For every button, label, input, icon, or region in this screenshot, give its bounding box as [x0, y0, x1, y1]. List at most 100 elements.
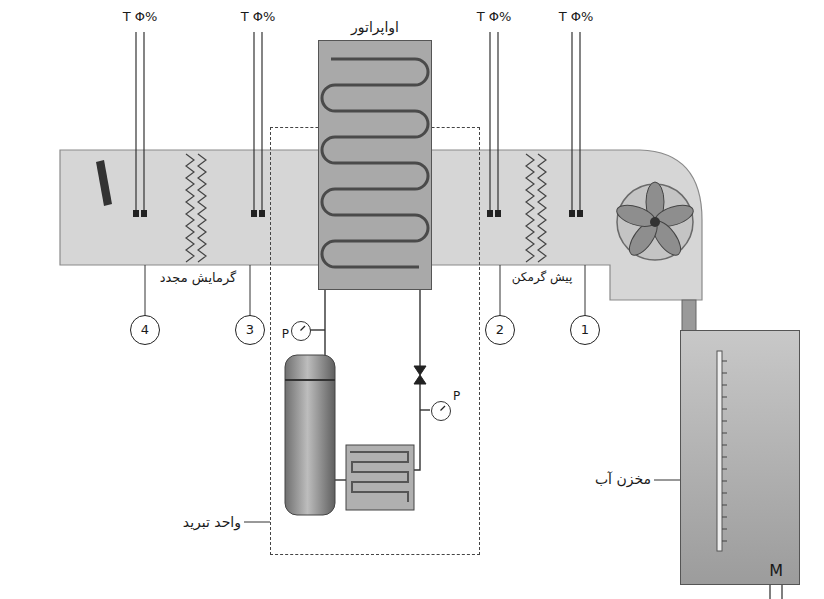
- thermometer-tick: [722, 445, 727, 446]
- leader-line: [244, 522, 270, 523]
- leader-line: [654, 480, 680, 481]
- sensor-probe: [251, 210, 257, 217]
- sensor-probe: [487, 210, 493, 217]
- thermometer-tick: [722, 517, 727, 518]
- refrigerant-pipe: [335, 479, 346, 480]
- fan: [614, 201, 658, 230]
- heater-coil: [526, 154, 534, 262]
- drain-legs: [769, 585, 771, 599]
- water-tank: مخزن آبM: [680, 330, 800, 585]
- sensor-probe: [569, 210, 575, 217]
- callout-number: 1: [571, 323, 599, 338]
- fan: [650, 217, 660, 227]
- leader-line: [500, 265, 501, 317]
- callout-number: 2: [486, 323, 514, 338]
- thermometer-tick: [722, 373, 727, 374]
- evaporator: اواپراتور: [318, 40, 432, 290]
- sensor-probe: [489, 32, 490, 212]
- thermometer-tick: [722, 409, 727, 410]
- leader-line: [585, 265, 586, 317]
- pressure-gauge: P: [431, 401, 451, 421]
- thermometer-tick: [722, 505, 727, 506]
- sensor-probe: [143, 32, 144, 212]
- thermometer-tick: [722, 457, 727, 458]
- compressor: [285, 379, 335, 381]
- sensor-probe: [259, 210, 265, 217]
- thermometer: [681, 331, 798, 581]
- thermometer-tick: [722, 469, 727, 470]
- callout-circle: 3: [235, 315, 265, 345]
- tank-mark: M: [769, 562, 783, 580]
- compressor: [285, 355, 335, 515]
- leader-line: [145, 265, 146, 317]
- expansion-valve: [414, 366, 426, 384]
- refrigerant-pipe: [419, 290, 420, 366]
- callout-circle: 2: [485, 315, 515, 345]
- refrigerant-pipe: [420, 409, 430, 410]
- gauge-needle: [292, 322, 309, 339]
- sensor-probe: [135, 32, 136, 212]
- gauge-needle: [441, 406, 446, 411]
- refrigerant-pipe: [324, 290, 325, 357]
- sensor-probe: [571, 32, 572, 212]
- sensor-probe: [579, 32, 580, 212]
- refrigerant-pipe: [310, 329, 325, 330]
- sensor-probe: [577, 210, 583, 217]
- gauge-needle: [432, 402, 449, 419]
- heater-coil: [538, 154, 546, 262]
- evaporator-coil: [319, 41, 430, 288]
- callout-circle: 1: [570, 315, 600, 345]
- callout-number: 3: [236, 323, 264, 338]
- sensor-probe: [497, 32, 498, 212]
- leader-line: [145, 265, 680, 522]
- thermometer-tick: [722, 529, 727, 530]
- callout-number: 4: [131, 323, 159, 338]
- thermometer-tick: [722, 493, 727, 494]
- sensor-probe: [261, 32, 262, 212]
- heater-coil: [198, 154, 206, 262]
- feed-pipe: [682, 300, 696, 332]
- thermometer-tick: [722, 385, 727, 386]
- thermometer-tick: [722, 433, 727, 434]
- thermometer: [717, 351, 722, 551]
- callout-circle: 4: [130, 315, 160, 345]
- gauge-letter: P: [282, 328, 289, 342]
- drain-legs: [781, 585, 783, 599]
- thermometer-tick: [722, 361, 727, 362]
- sensor-probe: [495, 210, 501, 217]
- sensor-label: T Φ%: [121, 10, 160, 25]
- sensor-label: T Φ%: [475, 10, 514, 25]
- drain-legs: [770, 585, 782, 599]
- section-label: پیش گرمکن: [510, 271, 575, 285]
- feed-pipe: [682, 300, 696, 332]
- tank-label: مخزن آب: [595, 471, 651, 487]
- unit-label: واحد تبرید: [183, 514, 241, 530]
- compressor: [285, 355, 335, 515]
- sensor-probe: [133, 210, 139, 217]
- evaporator-coil: [322, 59, 428, 267]
- leader-line: [250, 265, 251, 317]
- fan: [614, 182, 696, 260]
- evaporator-label: اواپراتور: [351, 19, 399, 35]
- refrigerant-pipe: [414, 384, 420, 470]
- thermometer-tick: [722, 481, 727, 482]
- condenser: [346, 445, 414, 510]
- gauge-letter: P: [453, 390, 460, 404]
- thermometer-tick: [722, 541, 727, 542]
- gauge-needle: [301, 326, 306, 331]
- sensor-probe: [141, 210, 147, 217]
- condenser: [346, 445, 414, 510]
- expansion-valve: [414, 366, 426, 384]
- section-label: گرمایش مجدد: [158, 271, 239, 286]
- fan: [614, 182, 696, 260]
- sensor-label: T Φ%: [557, 10, 596, 25]
- thermometer-tick: [722, 397, 727, 398]
- thermometer-tick: [722, 421, 727, 422]
- damper: [96, 160, 112, 206]
- heater-coil: [186, 154, 194, 262]
- condenser: [350, 452, 408, 502]
- pressure-gauge: P: [291, 321, 311, 341]
- sensor-label: T Φ%: [239, 10, 278, 25]
